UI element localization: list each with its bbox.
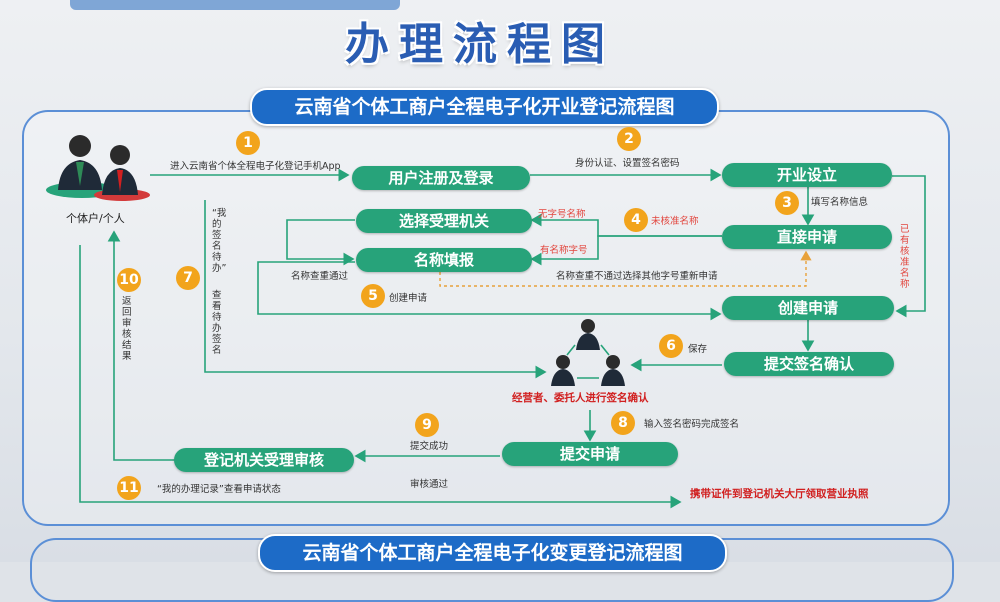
label-review-pass: 审核通过: [410, 479, 449, 490]
label-signers: 经营者、委托人进行签名确认: [512, 392, 649, 404]
label-approved-name: 已有核准名称: [900, 224, 910, 290]
person-icon: [551, 319, 625, 386]
label-create: 创建申请: [389, 293, 428, 304]
flow-connectors: [46, 135, 926, 509]
step-register: 用户注册及登录: [352, 166, 530, 190]
page-title: 办理流程图: [345, 19, 615, 70]
label-name-fail: 名称查重不通过选择其他字号重新申请: [556, 271, 718, 282]
step-number-1: 1: [236, 131, 260, 155]
label-my-records: “我的办理记录”查看申请状态: [157, 484, 281, 495]
label-has-name: 有名称字号: [540, 245, 588, 256]
step-number-3: 3: [775, 191, 799, 215]
step-submit-apply: 提交申请: [502, 442, 678, 466]
step-number-8: 8: [611, 411, 635, 435]
label-enter-app: 进入云南省个体全程电子化登记手机App: [170, 161, 341, 172]
top-strip: [70, 0, 400, 10]
step-select-authority: 选择受理机关: [356, 209, 532, 233]
step-number-4: 4: [624, 208, 648, 232]
person-icon: [46, 135, 150, 201]
label-my-pending: “我的签名待办”: [212, 208, 227, 274]
label-sign-password: 输入签名密码完成签名: [644, 419, 740, 430]
step-number-5: 5: [361, 284, 385, 308]
label-unapproved-name: 未核准名称: [651, 216, 699, 227]
step-submit-sign: 提交签名确认: [724, 352, 894, 376]
label-fill-name: 填写名称信息: [811, 197, 869, 208]
step-name-fill: 名称填报: [356, 248, 532, 272]
step-open: 开业设立: [722, 163, 892, 187]
label-return-result: 返回审核结果: [122, 296, 132, 362]
actor-label: 个体户/个人: [66, 212, 125, 225]
step-direct-apply: 直接申请: [722, 225, 892, 249]
label-final-step: 携带证件到登记机关大厅领取营业执照: [690, 488, 869, 500]
label-identity: 身份认证、设置签名密码: [575, 158, 680, 169]
label-view-pending: 查看待办签名: [212, 290, 222, 356]
label-save: 保存: [688, 344, 708, 355]
step-number-6: 6: [659, 334, 683, 358]
step-review: 登记机关受理审核: [174, 448, 354, 472]
step-number-10: 10: [117, 268, 141, 292]
step-number-2: 2: [617, 127, 641, 151]
label-submit-success: 提交成功: [410, 441, 449, 452]
label-name-pass: 名称查重通过: [291, 271, 349, 282]
step-create-apply: 创建申请: [722, 296, 894, 320]
label-no-name: 无字号名称: [538, 209, 586, 220]
section-banner-open: 云南省个体工商户全程电子化开业登记流程图: [250, 88, 719, 126]
step-number-7: 7: [176, 266, 200, 290]
step-number-9: 9: [415, 413, 439, 437]
step-number-11: 11: [117, 476, 141, 500]
